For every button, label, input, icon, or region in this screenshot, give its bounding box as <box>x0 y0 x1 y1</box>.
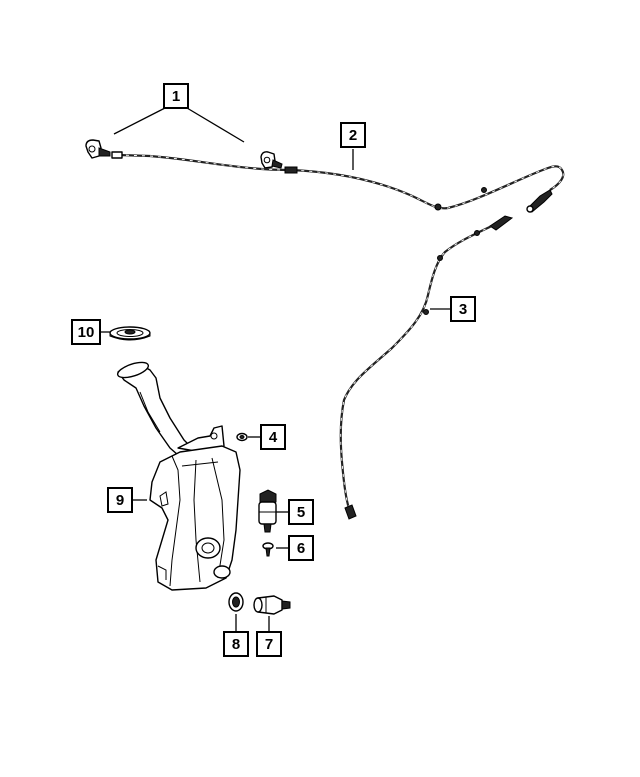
callout-2: 2 <box>340 122 366 148</box>
washer-pump-hose <box>339 215 514 520</box>
callout-5-label: 5 <box>296 503 306 521</box>
screw <box>262 542 274 557</box>
callout-1-label: 1 <box>171 87 181 105</box>
callout-8-label: 8 <box>231 635 241 653</box>
callout-10-label: 10 <box>77 323 95 341</box>
leader-lines <box>101 107 450 631</box>
push-pin <box>236 432 248 442</box>
callout-6: 6 <box>288 535 314 561</box>
callout-7: 7 <box>256 631 282 657</box>
callout-9: 9 <box>107 487 133 513</box>
callout-7-label: 7 <box>264 635 274 653</box>
washer-nozzle-right <box>260 151 283 169</box>
callout-5: 5 <box>288 499 314 525</box>
washer-reservoir <box>116 361 241 591</box>
callout-8: 8 <box>223 631 249 657</box>
pump-grommet <box>228 592 244 612</box>
callout-4: 4 <box>260 424 286 450</box>
filler-neck-seal <box>109 326 151 341</box>
callout-1: 1 <box>163 83 189 109</box>
callout-3-label: 3 <box>458 300 468 318</box>
callout-10: 10 <box>71 319 101 345</box>
fluid-level-sensor <box>253 595 291 615</box>
hood-washer-hose <box>111 151 565 213</box>
washer-pump <box>258 489 277 533</box>
callout-9-label: 9 <box>115 491 125 509</box>
callout-6-label: 6 <box>296 539 306 557</box>
callout-2-label: 2 <box>348 126 358 144</box>
callout-3: 3 <box>450 296 476 322</box>
washer-nozzle-left <box>85 139 111 159</box>
callout-4-label: 4 <box>268 428 278 446</box>
